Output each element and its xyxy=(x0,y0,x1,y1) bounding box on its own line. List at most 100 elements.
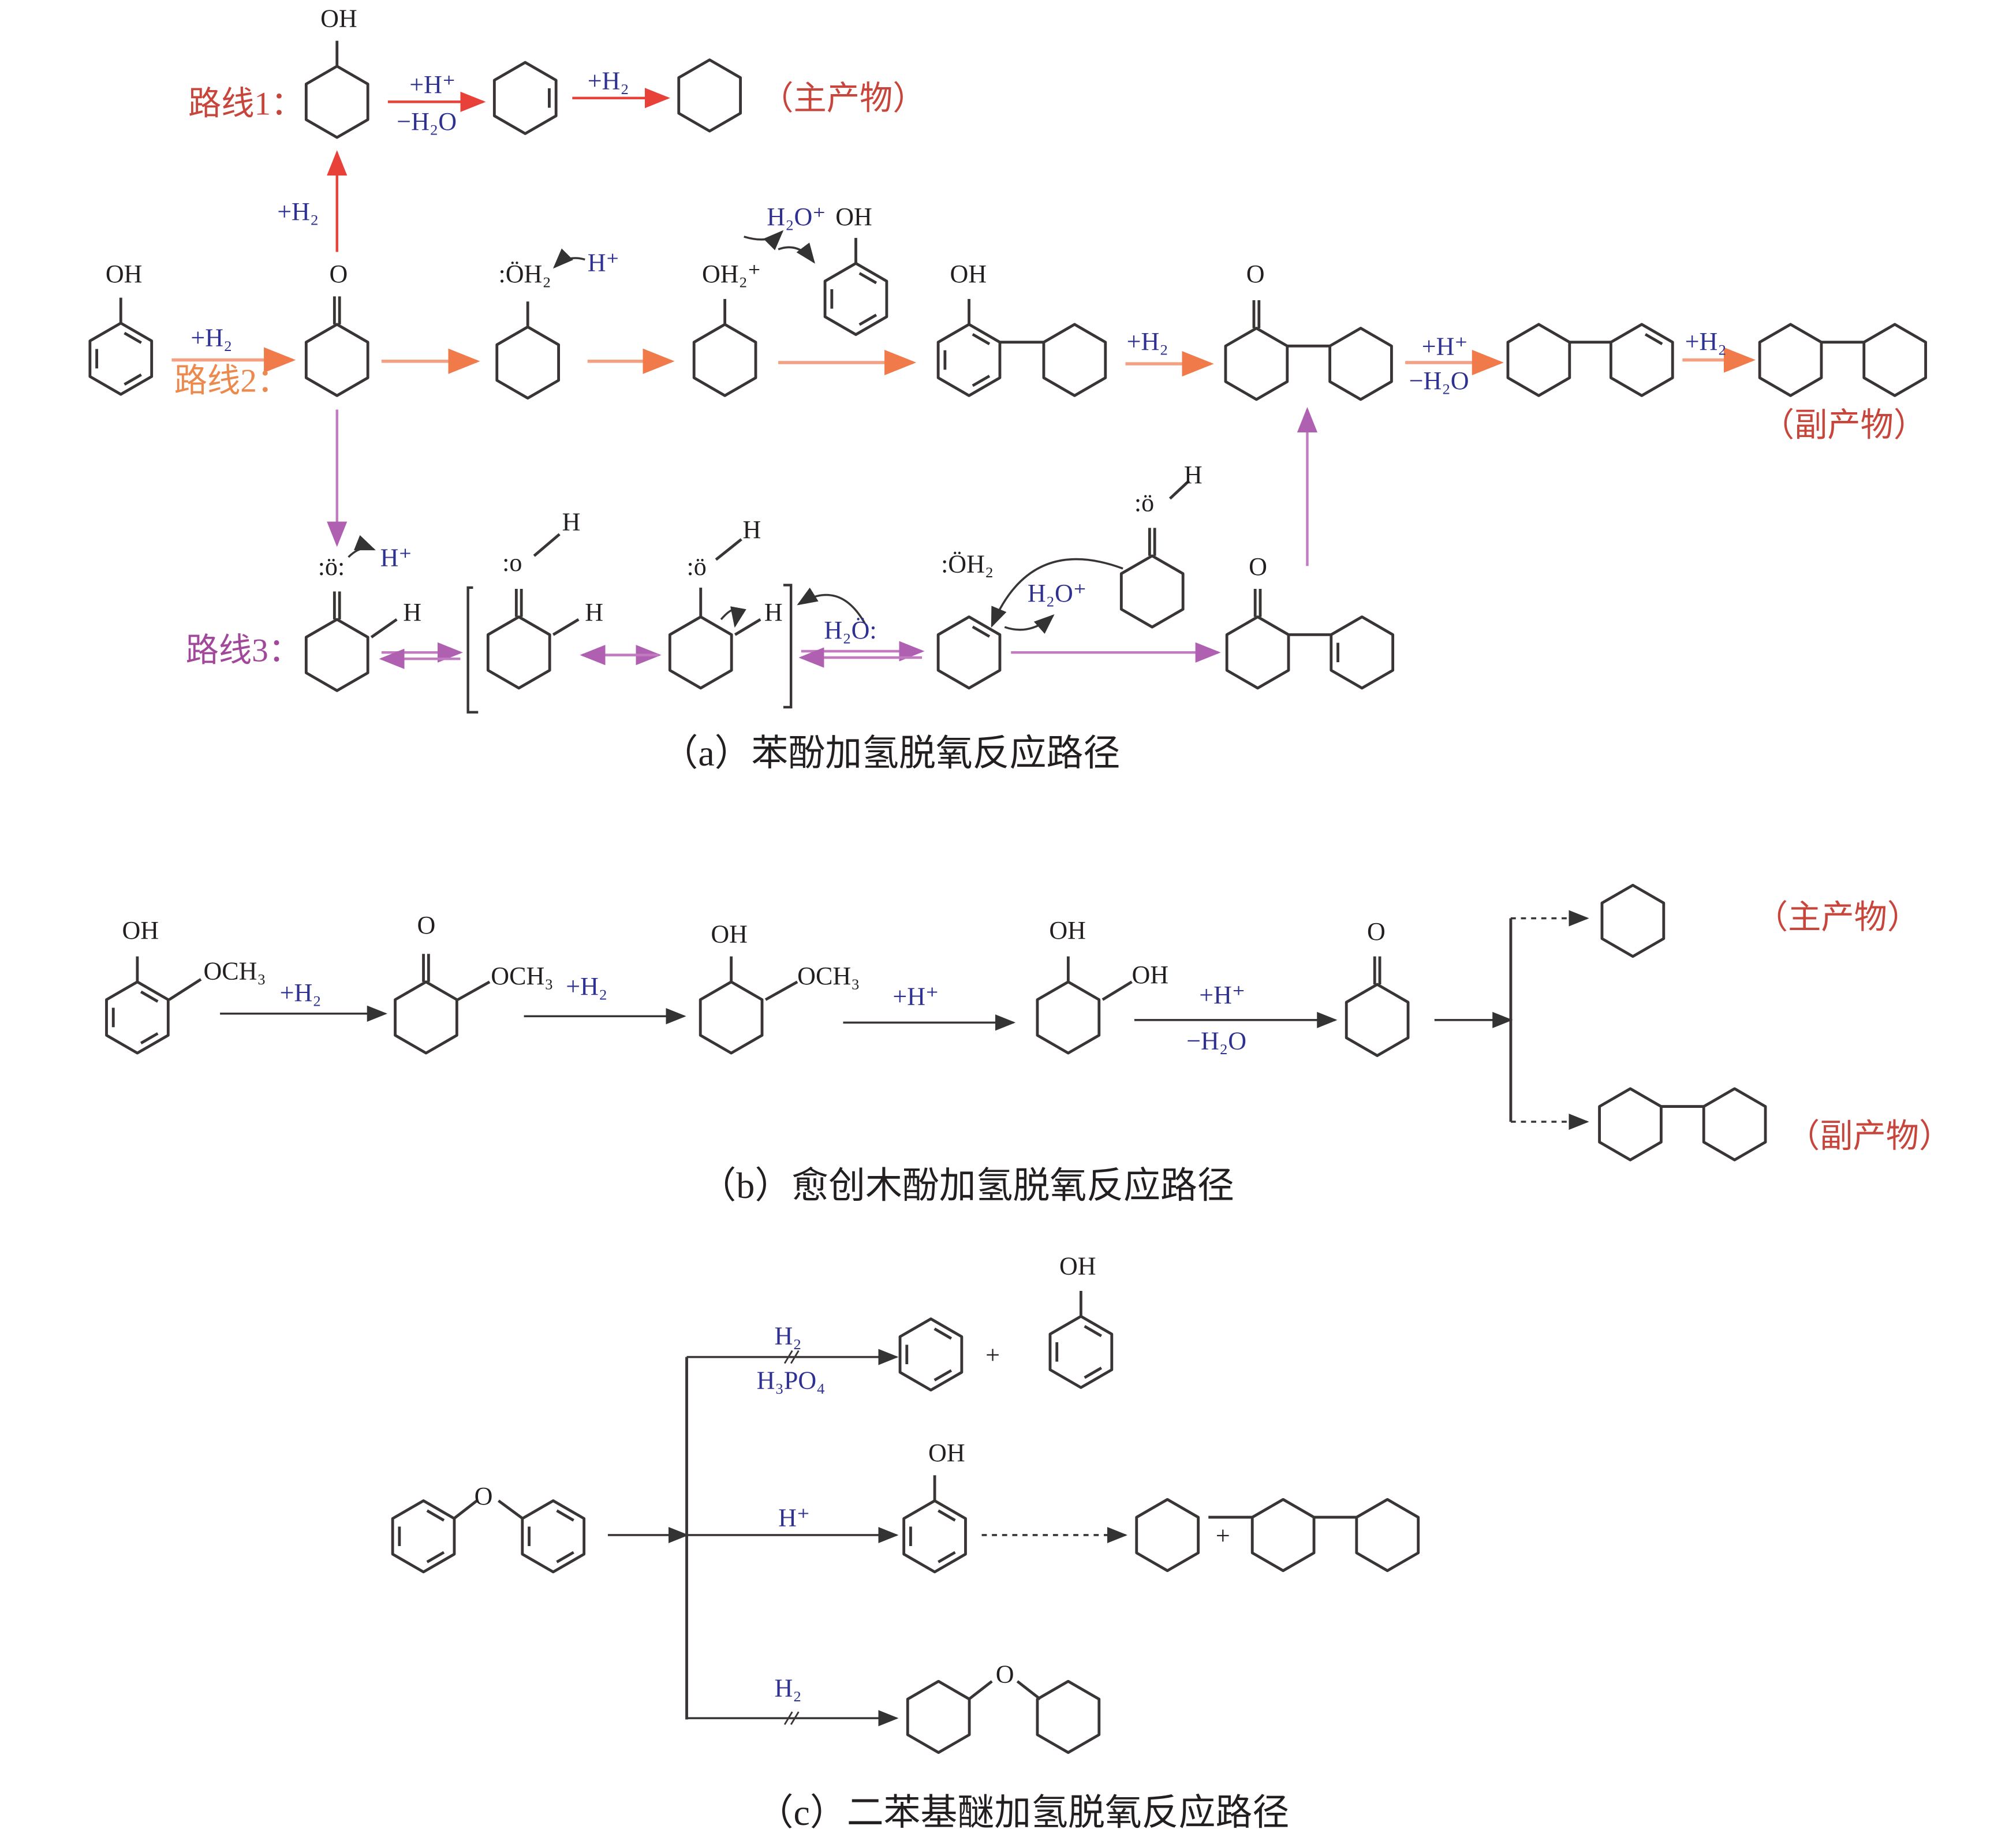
panel-a-labels: 路线1： 路线2： 路线3： （主产物） （副产物） OH +H⁺ −H₂O +… xyxy=(106,4,1926,774)
by-product-label: （副产物） xyxy=(1761,408,1926,444)
benzene-ring xyxy=(105,980,170,1055)
main-product-label: （主产物） xyxy=(760,81,925,117)
o-label: O xyxy=(475,1482,493,1510)
cyclohexane-ring xyxy=(1355,1498,1420,1573)
benzene-ring xyxy=(1048,1315,1114,1389)
o-lone-label: :ö xyxy=(687,552,707,581)
curved-arrow-leave xyxy=(1004,614,1055,634)
cyclohexane-ring xyxy=(1862,323,1928,397)
side-bond xyxy=(1101,980,1133,1001)
benzene-ring xyxy=(898,1317,964,1392)
hplus-label: H⁺ xyxy=(380,543,412,572)
h-label: H xyxy=(585,598,603,626)
oh-label: OH xyxy=(711,920,748,948)
panel-c-caption: （c）二苯基醚加氢脱氧反应路径 xyxy=(757,1792,1290,1833)
double-bond xyxy=(858,272,877,285)
cyclohexane-ring xyxy=(1119,554,1185,629)
bracket-left xyxy=(466,586,479,714)
reagent-plus-hplus: +H⁺ xyxy=(893,982,939,1010)
panel-b: OH OCH₃ +H₂ O OCH₃ +H₂ OH OCH₃ +H⁺ OH OH… xyxy=(122,899,1952,1206)
double-bond xyxy=(972,333,991,345)
water-lone-pair-label: H₂Ö: xyxy=(824,616,876,644)
plus-sign: + xyxy=(1216,1521,1230,1550)
double-bond xyxy=(1644,333,1663,345)
o-label: O xyxy=(417,911,436,939)
cyclohexane-ring xyxy=(1036,1679,1101,1754)
side-bond xyxy=(370,618,398,639)
curved-arrow-deprotonation xyxy=(797,587,866,624)
cyclohexane-ring xyxy=(1135,1498,1200,1573)
reagent-minus-h2o: −H₂O xyxy=(1409,367,1469,395)
oh-label: OH xyxy=(1059,1252,1096,1280)
hplus-label: H⁺ xyxy=(588,248,619,277)
reagent-plus-hplus: +H⁺ xyxy=(1422,333,1468,361)
side-bond xyxy=(764,980,798,1001)
o-label: O xyxy=(1249,552,1267,581)
cyclohexane-ring xyxy=(492,61,558,135)
cyclohexane-ring xyxy=(1758,323,1823,397)
reagent-h2: H₂ xyxy=(775,1322,802,1350)
o-label: O xyxy=(1367,917,1386,946)
double-bond xyxy=(858,313,877,326)
cyclohexane-ring xyxy=(699,980,764,1055)
cyclohexane-ring xyxy=(495,325,561,400)
o-label: O xyxy=(330,260,348,288)
h-label: H xyxy=(742,516,761,544)
cyclohexane-ring xyxy=(394,980,458,1055)
reagent-plus-h2: +H₂ xyxy=(277,197,319,226)
h-label: H xyxy=(403,598,421,626)
o-label: O xyxy=(1246,260,1265,288)
oh-label: OH xyxy=(1049,916,1086,944)
curved-arrow-enol xyxy=(720,606,746,628)
side-bond xyxy=(168,978,202,1001)
o-lone-pairs-label: :ö: xyxy=(318,552,345,581)
by-product-label: （副产物） xyxy=(1787,1118,1952,1155)
reagent-plus-h2: +H₂ xyxy=(566,972,607,1000)
reagent-plus-h2: +H₂ xyxy=(1127,327,1168,356)
double-bond xyxy=(426,1509,445,1522)
cyclohexane-ring xyxy=(906,1679,971,1754)
cyclohexane-ring xyxy=(1598,1087,1663,1162)
benzene-ring xyxy=(391,1499,456,1574)
cyclohexane-ring xyxy=(677,58,742,133)
side-bond xyxy=(1168,480,1190,500)
reagent-plus-h2: +H₂ xyxy=(280,979,322,1007)
reagent-plus-h2: +H₂ xyxy=(1685,327,1727,356)
double-bond xyxy=(140,990,159,1003)
o-lone-label: :ö xyxy=(1134,489,1154,517)
double-bond xyxy=(938,1509,956,1522)
panel-a-arrows xyxy=(171,88,1756,714)
h-label: H xyxy=(764,598,783,626)
main-product-label: （主产物） xyxy=(1755,899,1920,936)
route2-label: 路线2： xyxy=(174,363,290,400)
side-bond xyxy=(457,980,491,1001)
oh-label: OH xyxy=(1132,961,1168,989)
side-bond xyxy=(498,1499,524,1520)
och3-label: OCH₃ xyxy=(797,962,860,990)
bracket-right xyxy=(783,584,793,709)
h-label: H xyxy=(1184,461,1203,489)
cyclohexane-ring xyxy=(1506,323,1571,397)
cyclohexane-ring xyxy=(1250,1498,1316,1573)
cyclohexane-ring xyxy=(692,323,757,397)
curved-arrow-proton xyxy=(348,535,376,558)
blocked-mark xyxy=(783,1711,800,1725)
cyclohexane-ring xyxy=(1042,323,1107,397)
cyclohexane-ring xyxy=(486,615,551,690)
oh-label: OH xyxy=(320,4,357,32)
cyclohexane-ring xyxy=(1702,1087,1767,1162)
h3o-plus-label: H₂O⁺ xyxy=(767,203,826,231)
cyclohexane-ring xyxy=(668,615,733,690)
curved-arrow-attack xyxy=(778,242,815,264)
cyclohexane-ring xyxy=(1328,327,1393,401)
cyclohexane-ring xyxy=(1609,323,1674,397)
cyclohexane-ring xyxy=(304,65,369,139)
double-bond xyxy=(972,625,991,638)
side-bond xyxy=(533,533,561,557)
h-label: H xyxy=(562,508,581,536)
reagent-minus-h2o: −H₂O xyxy=(397,107,457,136)
cyclohexane-ring xyxy=(1345,983,1410,1057)
side-bond xyxy=(552,618,580,636)
panel-c: O H₂ H₃PO₄ + OH H⁺ OH + H₂ O （c）二苯基醚加氢脱氧… xyxy=(475,1252,1290,1833)
